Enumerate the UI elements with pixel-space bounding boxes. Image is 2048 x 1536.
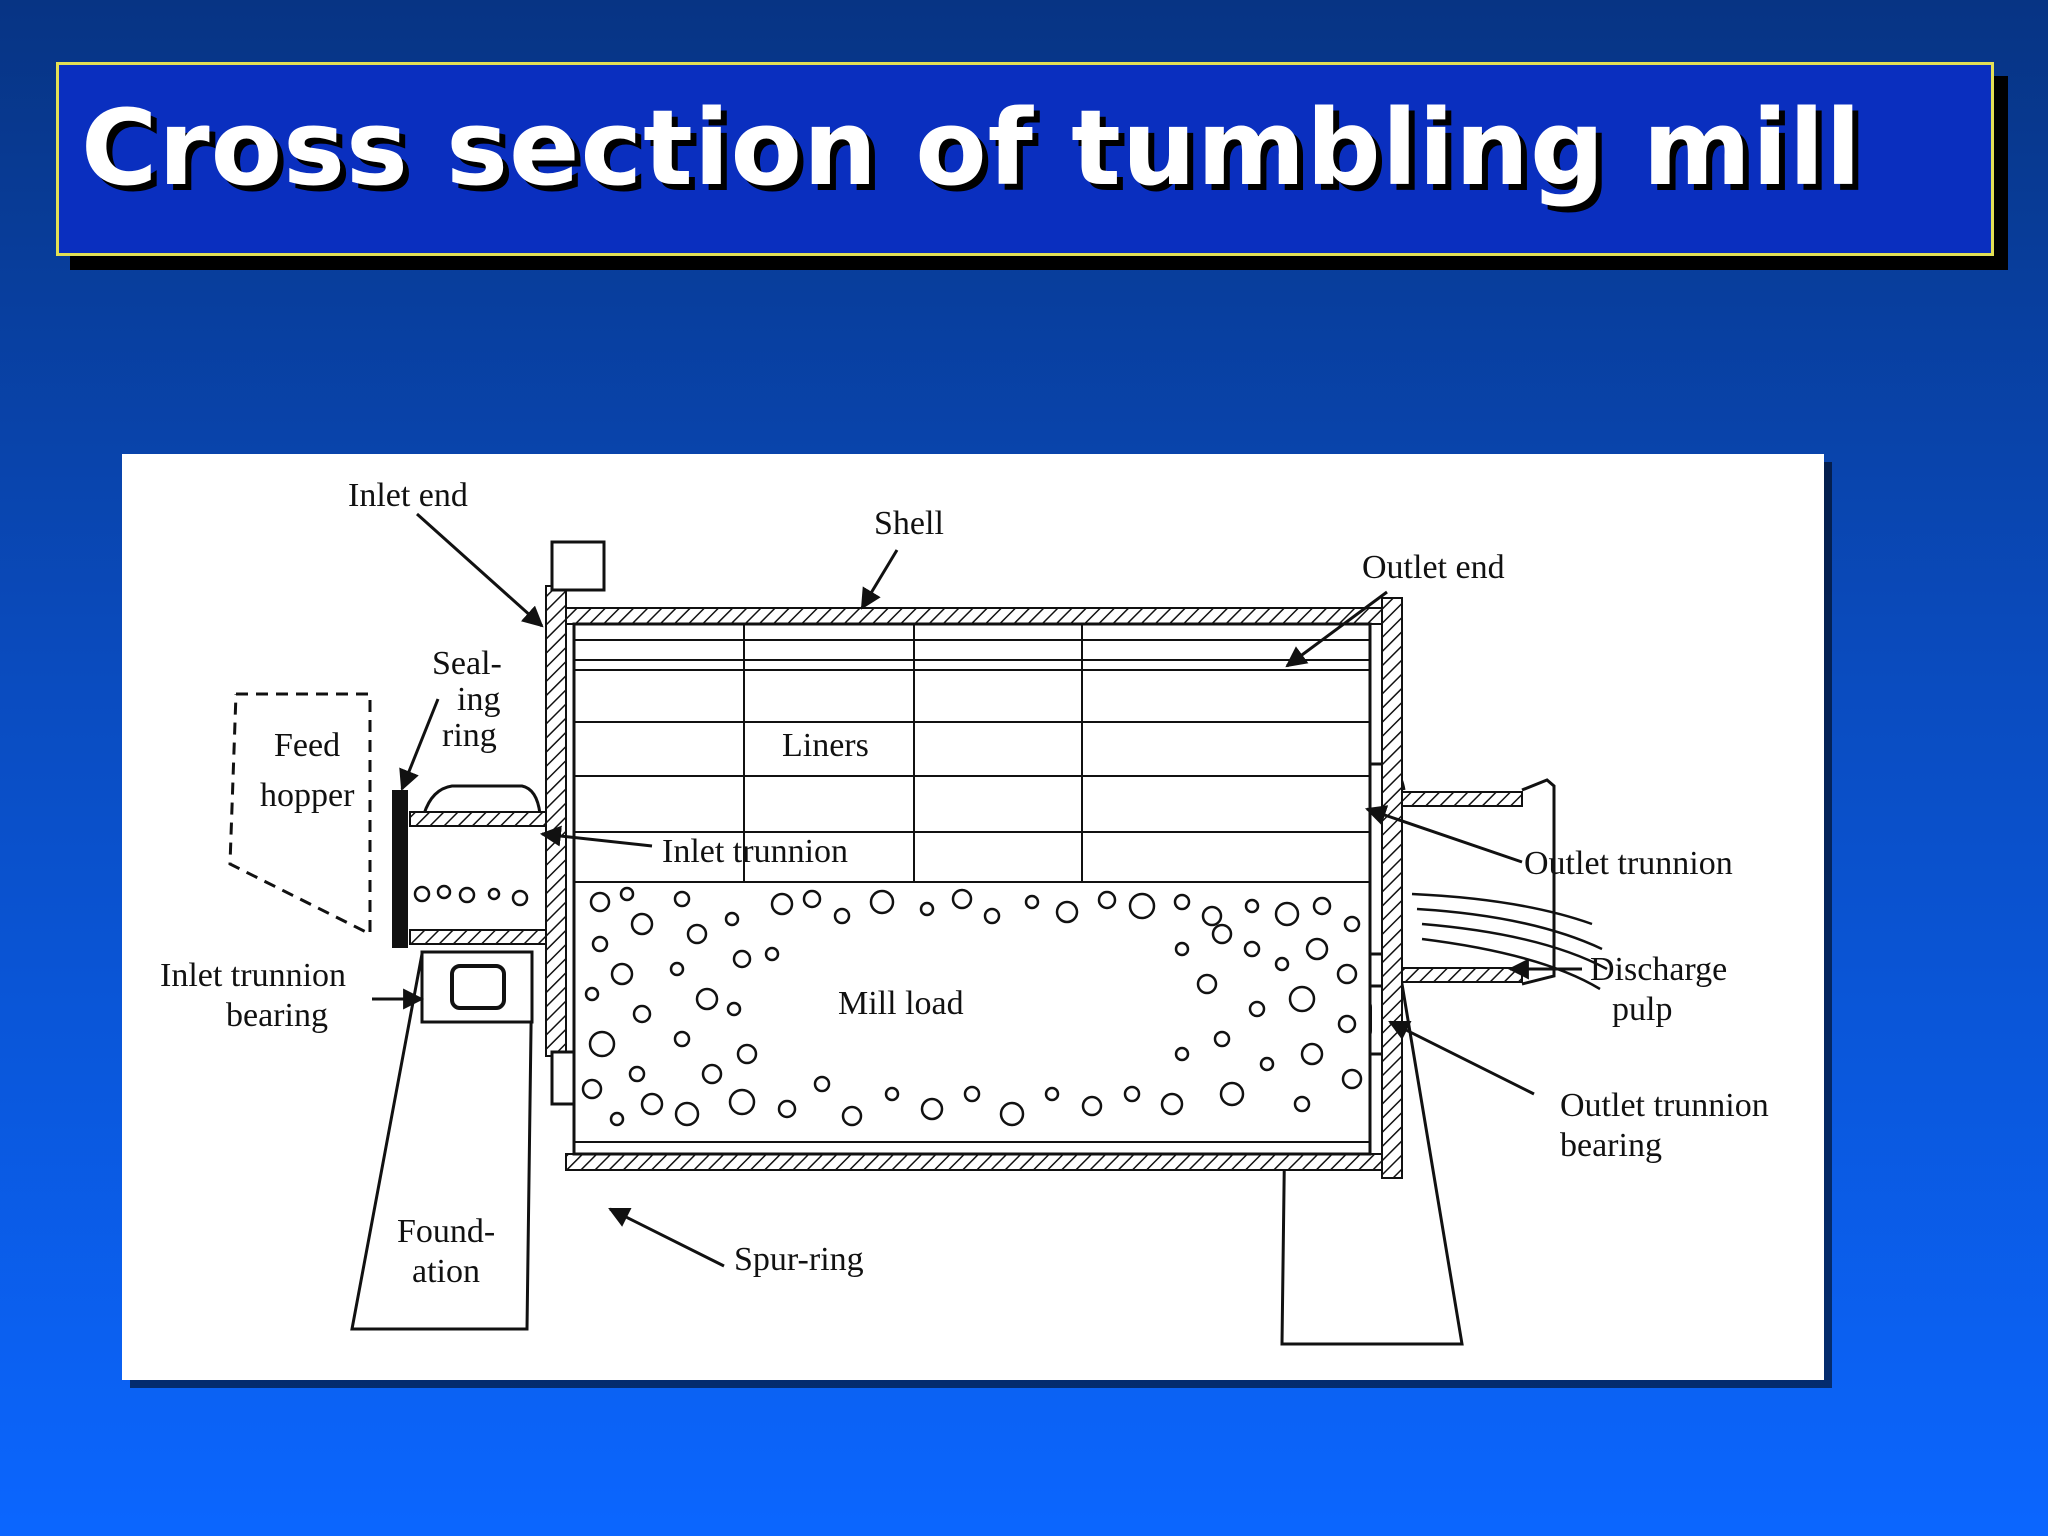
label-inlet-trunnion-bearing-2: bearing [226,997,328,1034]
leader-spur-ring [608,1207,725,1268]
label-foundation-1: Found- [397,1213,495,1250]
outlet-end-plate-hatch [1381,597,1403,1179]
label-outlet-trunnion-bearing-1: Outlet trunnion [1560,1087,1769,1124]
label-foundation-2: ation [412,1253,480,1290]
shell-bottom-hatch [565,1153,1383,1171]
label-spur-ring: Spur-ring [734,1241,864,1278]
label-sealing-ring-2: ing [457,681,500,718]
leader-inlet-end [415,512,544,628]
label-discharge-pulp-1: Discharge [1590,951,1727,988]
inlet-trunnion-top-hatch [409,811,553,827]
label-sealing-ring-3: ring [442,717,497,754]
inlet-bearing-window [450,964,506,1010]
mill-interior [572,622,1372,1156]
label-inlet-trunnion-bearing-1: Inlet trunnion [160,957,346,994]
mill-cross-section-diagram: Inlet end Shell Outlet end Seal- ing rin… [160,477,1769,1346]
inlet-spur-ring-top [550,540,606,592]
label-liners: Liners [782,727,869,764]
feed-hopper-outline [228,692,372,937]
leader-outlet-trunnion-bearing [1388,1020,1535,1096]
slide-title: Cross section of tumbling mill [81,87,1862,209]
label-outlet-trunnion: Outlet trunnion [1524,845,1733,882]
leader-outlet-end [1285,590,1388,668]
label-feed-hopper-1: Feed [274,727,340,764]
liner-grid [574,624,1370,1143]
label-discharge-pulp-2: pulp [1612,991,1672,1028]
label-inlet-end: Inlet end [348,477,468,514]
label-mill-load: Mill load [838,985,964,1022]
label-inlet-trunnion: Inlet trunnion [662,833,848,870]
outlet-trunnion-flange [1521,778,1556,986]
outlet-trunnion-top-hatch [1401,791,1523,807]
mill-diagram-panel: Inlet end Shell Outlet end Seal- ing rin… [122,454,1824,1380]
inlet-trunnion-bottom-hatch [409,929,553,945]
label-sealing-ring-1: Seal- [432,645,502,682]
inlet-end-plate-hatch [545,585,567,1057]
label-shell: Shell [874,505,944,542]
leader-inlet-trunnion [539,825,653,848]
leader-shell [860,549,899,610]
title-banner: Cross section of tumbling mill [56,62,1994,256]
label-outlet-end: Outlet end [1362,549,1505,586]
shell-top-hatch [565,607,1383,625]
leader-outlet-trunnion [1365,805,1523,864]
label-outlet-trunnion-bearing-2: bearing [1560,1127,1662,1164]
sealing-ring-part [392,790,408,948]
outlet-trunnion-bottom-hatch [1401,967,1523,983]
label-feed-hopper-2: hopper [260,777,355,814]
mill-load-rocks [413,884,1363,1127]
leader-sealing-ring [399,698,440,791]
inlet-bearing-cap [422,784,542,815]
